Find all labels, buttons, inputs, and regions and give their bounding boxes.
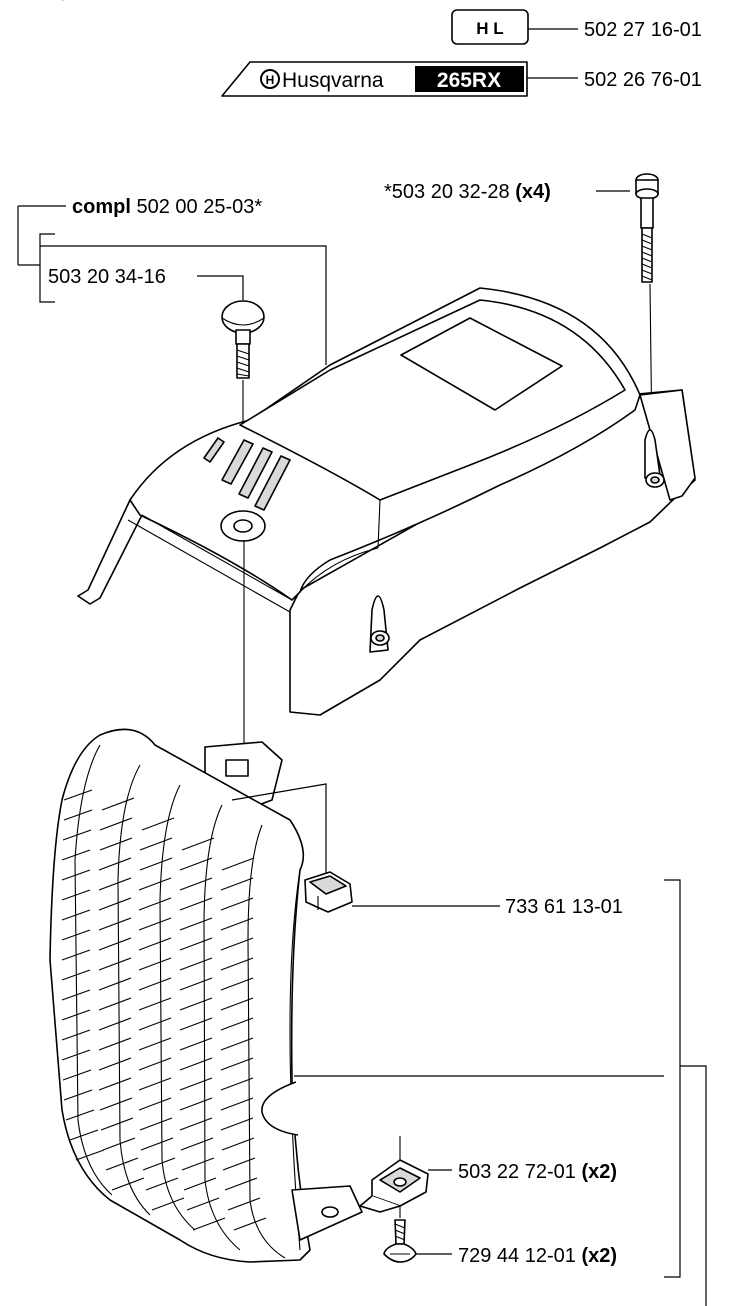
cover-compl-word: compl [72, 196, 131, 218]
cylinder-cover [77, 287, 696, 716]
spring-nut-icon [359, 1159, 429, 1213]
cover-compl-part-number: 502 00 25-03* [136, 196, 262, 218]
screw-bottom-qty: (x2) [581, 1245, 617, 1267]
nut-label: 503 22 72-01 (x2) [458, 1161, 617, 1183]
brand-decal-brand: Husqvarna [282, 69, 384, 92]
husqvarna-logo-icon: H [260, 69, 280, 89]
screw-top-qty: (x4) [515, 181, 551, 203]
tapping-screw-icon [383, 1219, 417, 1263]
air-intake-grille [49, 0, 363, 1263]
cylinder-screw-icon [635, 173, 659, 283]
screw-bottom-part-number: 729 44 12-01 [458, 1245, 576, 1267]
cover-compl-label: compl 502 00 25-03* [72, 196, 262, 218]
screw-top-label: *503 20 32-28 (x4) [384, 181, 551, 203]
bracket-grille-group [664, 879, 681, 1278]
hl-decal-text: H L [476, 19, 503, 38]
leader-cover-screw [197, 275, 244, 300]
brand-decal-part-number: 502 26 76-01 [584, 69, 702, 91]
cover-screw-icon [221, 300, 265, 379]
nut-qty: (x2) [581, 1161, 617, 1183]
hl-decal: H L [451, 9, 529, 45]
axis-clip [231, 783, 327, 880]
nut-part-number: 503 22 72-01 [458, 1161, 576, 1183]
hl-decal-part-number: 502 27 16-01 [584, 19, 702, 41]
brand-decal-model: 265RX [437, 69, 501, 92]
clip-icon [304, 871, 353, 913]
cover-screw-part-number: 503 20 34-16 [48, 266, 166, 288]
clip-part-number: 733 61 13-01 [505, 896, 623, 918]
svg-text:H: H [266, 73, 275, 87]
screw-top-part-number: *503 20 32-28 [384, 181, 510, 203]
screw-bottom-label: 729 44 12-01 (x2) [458, 1245, 617, 1267]
leader-grille-group [680, 1065, 707, 1306]
brand-decal: H Husqvarna 265RX [221, 61, 528, 97]
bracket-cover-group [39, 233, 55, 303]
leader-cover [40, 245, 327, 365]
